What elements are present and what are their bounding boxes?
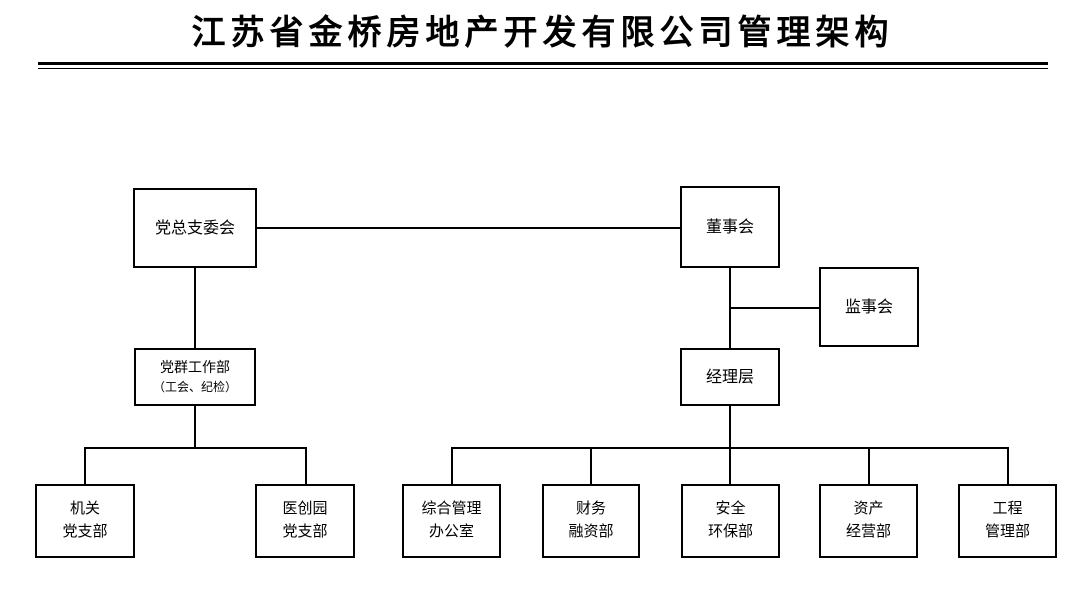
node-sublabel: （工会、纪检）	[152, 379, 237, 394]
node-label: 经理层	[705, 368, 754, 386]
connector-stub-asset-operation-dept	[868, 447, 870, 485]
node-label: 管理部	[984, 524, 1030, 540]
connector-stub-safety-environment-dept	[729, 447, 731, 485]
connector-management-branch-drop	[729, 405, 731, 448]
node-safety-environment-dept: 安全 环保部	[681, 484, 780, 558]
connector-party-branch-rail	[84, 447, 307, 449]
node-label: 董事会	[705, 218, 754, 236]
node-label: 工程	[992, 501, 1023, 517]
node-asset-operation-dept: 资产 经营部	[819, 484, 918, 558]
title-divider-bottom-line	[38, 68, 1048, 69]
node-label: 综合管理	[421, 501, 482, 517]
node-label: 环保部	[707, 524, 753, 540]
connector-stub-office-party-branch	[84, 447, 86, 485]
node-party-general-branch-committee: 党总支委会	[133, 188, 257, 268]
node-finance-financing-dept: 财务 融资部	[542, 484, 640, 558]
node-general-admin-office: 综合管理 办公室	[402, 484, 501, 558]
connector-board-supervisory	[730, 307, 820, 309]
node-label: 监事会	[844, 298, 893, 316]
node-supervisory-board: 监事会	[819, 267, 919, 347]
node-label: 党支部	[282, 524, 328, 540]
node-label: 机关	[69, 501, 100, 517]
node-medical-park-party-branch: 医创园 党支部	[255, 484, 355, 558]
connector-stub-engineering-management-dept	[1007, 447, 1009, 485]
node-party-mass-work-dept: 党群工作部 （工会、纪检）	[134, 348, 256, 406]
node-label: 财务	[575, 501, 606, 517]
connector-stub-general-admin-office	[451, 447, 453, 485]
node-office-party-branch: 机关 党支部	[35, 484, 135, 558]
node-management-level: 经理层	[680, 348, 780, 406]
node-label: 融资部	[568, 524, 614, 540]
node-label: 资产	[853, 501, 884, 517]
connector-party-work-branch-drop	[194, 405, 196, 448]
page-title: 江苏省金桥房地产开发有限公司管理架构	[191, 15, 894, 52]
connector-party-committee-party-work	[194, 267, 196, 349]
node-label: 医创园	[282, 501, 328, 517]
title-divider-top-line	[38, 62, 1048, 65]
node-label: 党总支委会	[154, 219, 235, 237]
node-engineering-management-dept: 工程 管理部	[958, 484, 1057, 558]
node-label: 安全	[715, 501, 746, 517]
node-board-of-directors: 董事会	[680, 186, 780, 268]
node-label: 经营部	[845, 524, 891, 540]
node-label: 办公室	[428, 524, 474, 540]
connector-stub-finance-financing-dept	[590, 447, 592, 485]
connector-stub-medical-park-party-branch	[305, 447, 307, 485]
connector-party-committee-board	[256, 227, 681, 229]
node-label: 党群工作部	[160, 360, 230, 376]
node-label: 党支部	[62, 524, 108, 540]
